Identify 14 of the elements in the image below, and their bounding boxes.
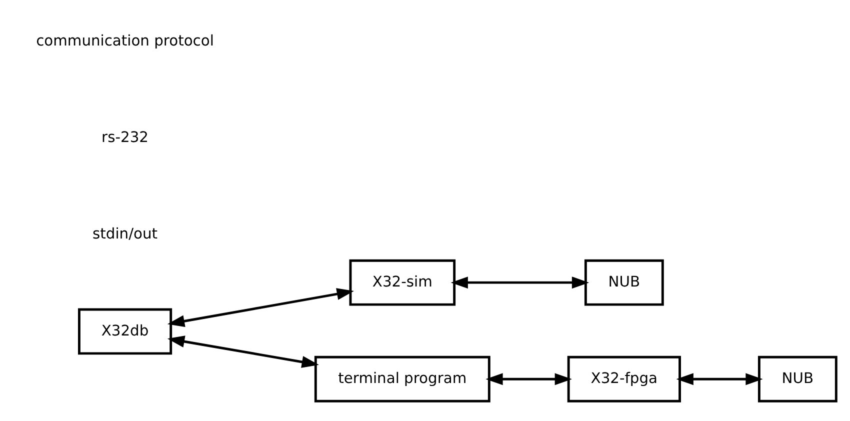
arrow	[167, 288, 354, 328]
node-box: X32-sim	[349, 259, 456, 306]
node-box: X32-fpga	[567, 356, 681, 402]
label: rs-232	[102, 129, 148, 146]
node-box: terminal program	[314, 356, 490, 402]
label: stdin/out	[92, 226, 158, 243]
node-box: NUB	[758, 356, 838, 402]
arrow	[676, 373, 763, 386]
node-box: NUB	[584, 259, 664, 306]
arrow	[450, 276, 590, 289]
label: communication protocol	[36, 32, 214, 50]
arrow	[486, 373, 572, 386]
node-box: X32db	[78, 308, 172, 355]
arrow	[167, 336, 319, 368]
